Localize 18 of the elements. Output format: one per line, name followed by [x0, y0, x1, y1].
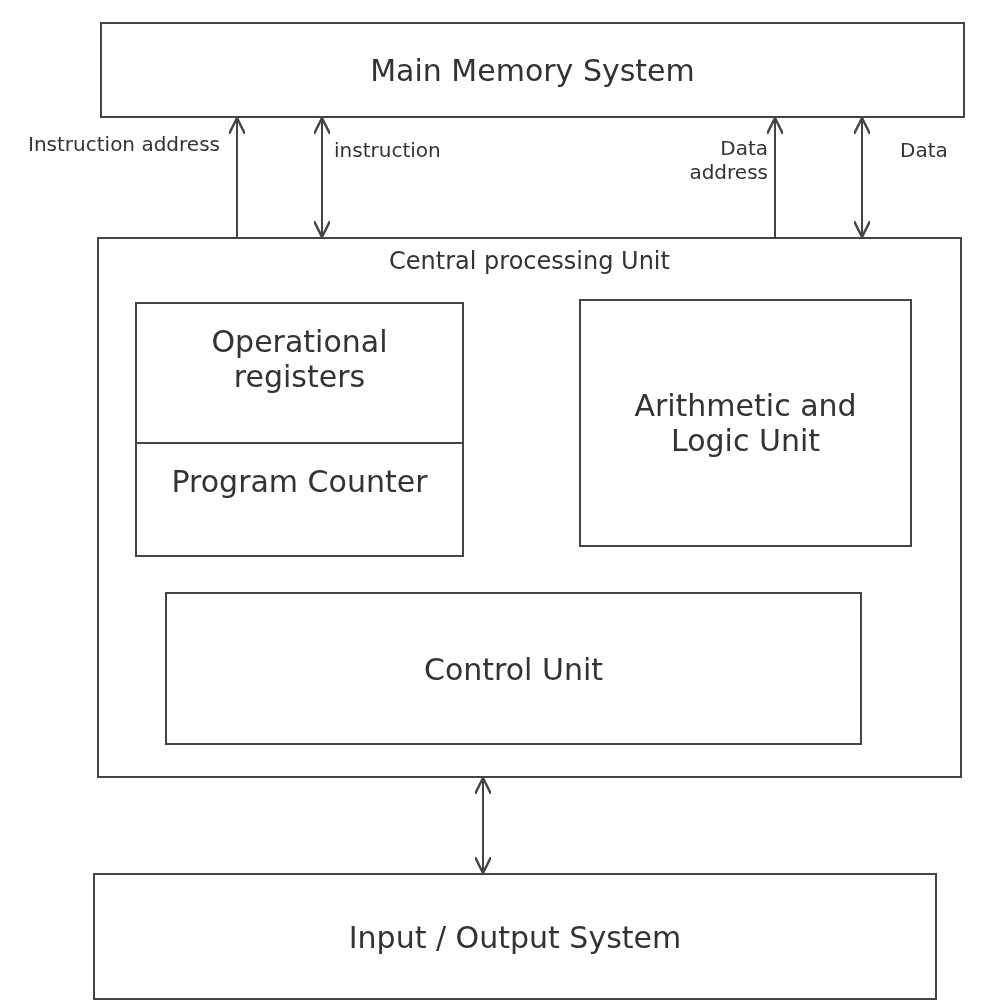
- arrow: [852, 116, 872, 239]
- unit-label: Operational registers: [210, 324, 389, 394]
- unit-box: [165, 592, 862, 745]
- unit-label: Program Counter: [170, 464, 429, 499]
- unit-box: [100, 22, 965, 118]
- arrow: [473, 776, 493, 875]
- unit-box: [579, 299, 912, 547]
- unit-label: Main Memory System: [369, 52, 696, 88]
- arrow: [765, 116, 785, 238]
- unit-label: Control Unit: [422, 651, 605, 686]
- arrow: [312, 116, 332, 239]
- arrow: [227, 116, 247, 238]
- unit-box: [93, 873, 937, 1000]
- unit-label: Input / Output System: [347, 919, 683, 954]
- unit-label: Arithmetic and Logic Unit: [633, 388, 858, 458]
- unit-heading: Central processing Unit: [388, 247, 671, 275]
- unit-box: [97, 237, 962, 778]
- register-box: [135, 302, 464, 557]
